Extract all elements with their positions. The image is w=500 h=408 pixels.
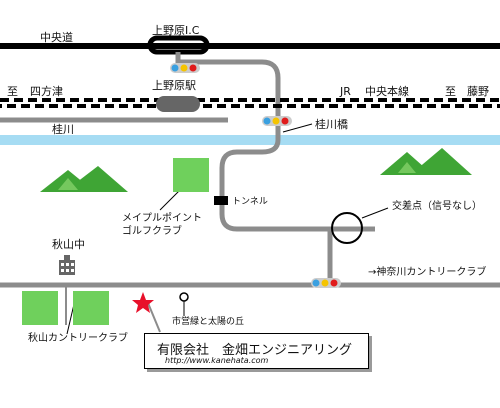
- chuo-expressway: [0, 43, 500, 49]
- jr-label: JR: [340, 85, 351, 98]
- chuo-road-label: 中央道: [40, 31, 73, 44]
- local-roads: [0, 52, 500, 288]
- maple-point-golf-course: [173, 158, 209, 192]
- akiyama-jh-label: 秋山中: [52, 238, 85, 251]
- park-icon: [179, 292, 189, 302]
- company-location-star-icon: [132, 292, 154, 313]
- intersection-label: 交差点（信号なし）: [392, 201, 482, 212]
- katsura-river-label: 桂川: [52, 123, 74, 136]
- fujino-label: 藤野: [467, 85, 489, 98]
- intersection-circle: [331, 212, 363, 244]
- mountain-icon: [380, 148, 472, 175]
- to-label-left: 至: [7, 85, 18, 98]
- akiyama-golf-course-west: [22, 291, 58, 325]
- city-hill-label: 市営緑と太陽の丘: [172, 317, 245, 327]
- jr-chuo-line: [0, 98, 500, 108]
- akiyama-golf-course-east: [73, 291, 109, 325]
- to-label-right: 至: [445, 85, 456, 98]
- ueno-station-label: 上野原駅: [152, 79, 196, 92]
- katsura-bridge-label: 桂川橋: [315, 118, 348, 131]
- shihotsu-label: 四方津: [30, 85, 63, 98]
- maple-golf-label: メイプルポイント ゴルフクラブ: [122, 213, 202, 237]
- signal-icon: [311, 278, 341, 288]
- mountain-icon: [40, 166, 128, 192]
- company-info-box: 有限会社 金畑エンジニアリング http://www.kanehata.com: [144, 333, 369, 369]
- tunnel-icon: [214, 196, 228, 205]
- feeder-roads: [65, 285, 161, 333]
- ueno-station-icon: [156, 96, 200, 112]
- katsura-river: [0, 135, 500, 145]
- signal-icon: [170, 63, 200, 73]
- signal-icon: [262, 116, 292, 126]
- akiyama-cc-label: 秋山カントリークラブ: [28, 333, 128, 344]
- company-name: 有限会社 金畑エンジニアリング: [157, 343, 353, 358]
- tunnel-label: トンネル: [232, 197, 268, 207]
- chuo-line-label: 中央本線: [365, 85, 409, 98]
- ueno-ic-label: 上野原I.C: [152, 24, 200, 37]
- kanagawa-cc-label: →神奈川カントリークラブ: [368, 267, 487, 278]
- company-url[interactable]: http://www.kanehata.com: [165, 356, 269, 365]
